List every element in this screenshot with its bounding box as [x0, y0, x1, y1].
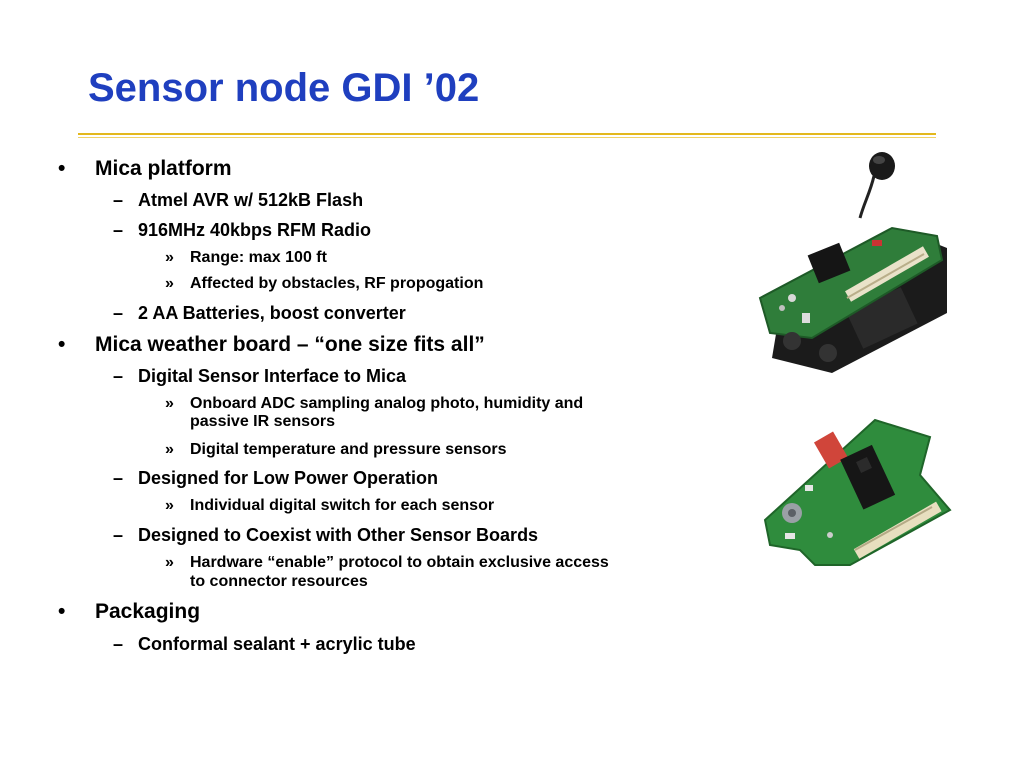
bullet-marker: – — [113, 220, 124, 240]
bullet-marker: » — [165, 249, 174, 266]
bullet-item: Mica weather board – “one size fits all” — [95, 333, 485, 356]
bullet-marker: • — [58, 157, 66, 180]
bullet-marker: » — [165, 497, 174, 514]
title-rule-secondary — [78, 137, 936, 138]
bullet-marker: – — [113, 190, 124, 210]
bullet-item: Onboard ADC sampling analog photo, humid… — [190, 395, 584, 412]
bullet-item-continuation: to connector resources — [190, 573, 368, 590]
mica-mote-photo — [758, 152, 947, 373]
bullet-item: Atmel AVR w/ 512kB Flash — [138, 190, 364, 210]
bullet-marker: – — [113, 634, 124, 654]
bullet-marker: – — [113, 303, 124, 323]
bullet-marker: – — [113, 366, 124, 386]
bullet-marker: • — [58, 600, 66, 623]
bullet-item: Conformal sealant + acrylic tube — [138, 634, 416, 654]
weather-board-photo — [763, 418, 952, 566]
bullet-item: Digital Sensor Interface to Mica — [138, 366, 407, 386]
bullet-item: 916MHz 40kbps RFM Radio — [138, 220, 372, 240]
bullet-marker: » — [165, 554, 174, 571]
bullet-item: Digital temperature and pressure sensors — [190, 441, 507, 458]
title-rule — [78, 133, 936, 135]
bullet-item: Mica platform — [95, 157, 232, 180]
bullet-item: Individual digital switch for each senso… — [190, 497, 495, 514]
bullet-marker: » — [165, 275, 174, 292]
bullet-item: Range: max 100 ft — [190, 249, 327, 266]
slide-title: Sensor node GDI ’02 — [88, 66, 480, 110]
bullet-item: Hardware “enable” protocol to obtain exc… — [190, 554, 609, 571]
bullet-item: Packaging — [95, 600, 201, 623]
bullet-item: Designed for Low Power Operation — [138, 468, 439, 488]
bullet-item-continuation: passive IR sensors — [190, 413, 335, 430]
bullet-item: Affected by obstacles, RF propogation — [190, 275, 484, 292]
bullet-item: Designed to Coexist with Other Sensor Bo… — [138, 525, 539, 545]
bullet-marker: – — [113, 525, 124, 545]
bullet-marker: » — [165, 441, 174, 458]
bullet-marker: – — [113, 468, 124, 488]
bullet-marker: » — [165, 395, 174, 412]
bullet-marker: • — [58, 333, 66, 356]
bullet-item: 2 AA Batteries, boost converter — [138, 303, 406, 323]
